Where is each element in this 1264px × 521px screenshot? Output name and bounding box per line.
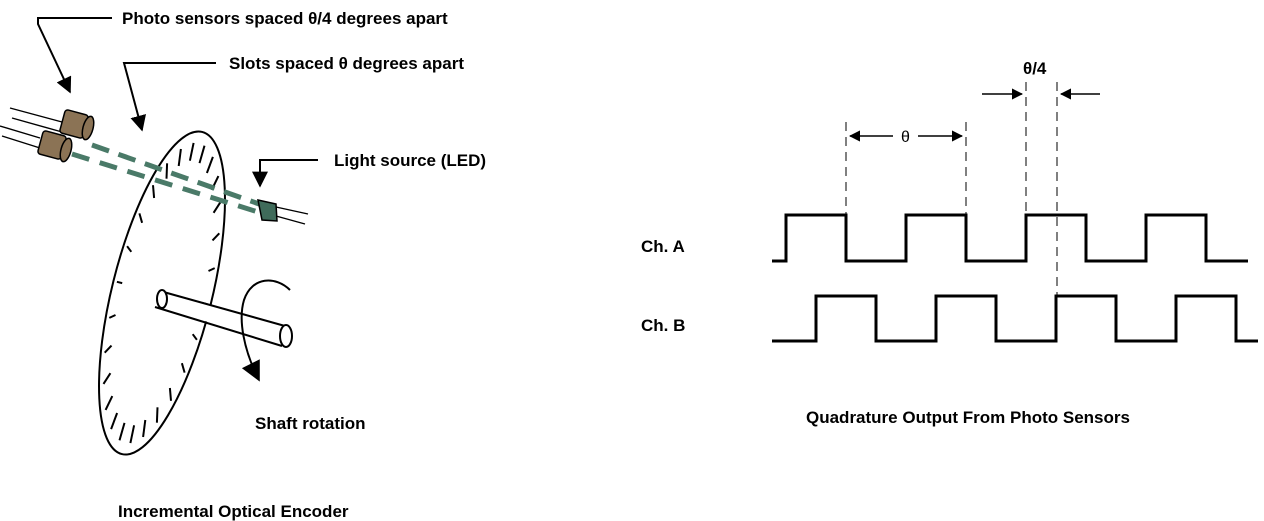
disc-slot-tick <box>180 362 186 373</box>
theta-label: θ <box>901 129 910 146</box>
disc-slot-tick <box>208 267 216 272</box>
channel-b-label: Ch. B <box>641 316 685 335</box>
shaft <box>154 289 293 348</box>
quadrature-caption: Quadrature Output From Photo Sensors <box>806 408 1130 427</box>
light-source-label: Light source (LED) <box>334 151 486 170</box>
photo-sensors-leader <box>37 17 112 94</box>
photo-sensor-lower <box>0 125 73 163</box>
disc-slot-tick <box>205 156 214 174</box>
disc-slot-tick <box>108 314 116 319</box>
disc-slot-tick <box>191 333 198 341</box>
light-beam <box>71 151 259 215</box>
disc-slot-tick <box>104 395 114 411</box>
channel-b-waveform <box>772 294 1258 343</box>
disc-slot-tick <box>110 412 119 430</box>
disc-slot-tick <box>142 419 147 438</box>
disc-slot-tick <box>118 422 126 441</box>
disc-slot-tick <box>155 407 159 423</box>
photo-sensors-label: Photo sensors spaced θ/4 degrees apart <box>122 9 448 28</box>
led-light-source <box>257 199 309 225</box>
disc-slot-tick <box>211 232 221 242</box>
rotation-arrow <box>240 279 291 382</box>
disc-slot-tick <box>168 387 172 401</box>
quadrature-diagram <box>772 82 1258 343</box>
disc-slot-tick <box>126 245 133 253</box>
quarter-theta-label: θ/4 <box>1023 59 1047 78</box>
light-beam-upper <box>91 142 263 208</box>
shaft-rotation-label: Shaft rotation <box>255 414 366 433</box>
light-source-leader <box>252 159 318 188</box>
disc-slot-tick <box>116 280 123 285</box>
disc-slot-tick <box>129 425 136 444</box>
disc-slot-tick <box>152 185 156 199</box>
disc-slot-tick <box>212 201 222 214</box>
disc-slot-tick <box>102 372 112 385</box>
disc-slot-tick <box>188 142 195 161</box>
slots-leader <box>122 62 216 132</box>
disc-slot-tick <box>177 148 182 167</box>
disc-slot-tick <box>165 163 169 179</box>
disc-slot-tick <box>103 344 113 354</box>
disc-slot-tick <box>198 145 206 164</box>
encoder-illustration <box>0 17 318 456</box>
encoder-caption: Incremental Optical Encoder <box>118 502 349 521</box>
photo-sensor-upper <box>9 107 95 141</box>
channel-a-label: Ch. A <box>641 237 685 256</box>
channel-a-waveform <box>772 213 1248 263</box>
slots-label: Slots spaced θ degrees apart <box>229 54 464 73</box>
disc-slot-tick <box>138 213 144 224</box>
